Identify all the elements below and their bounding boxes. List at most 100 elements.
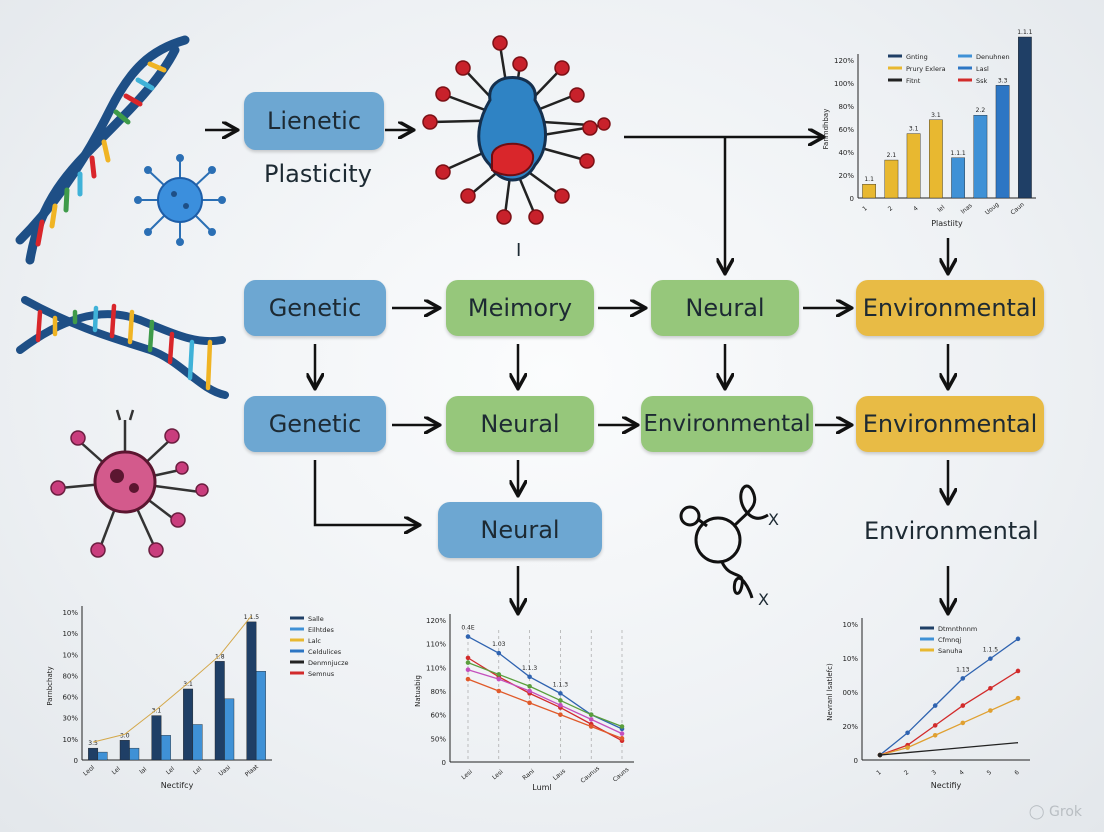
data-label: 0.4E	[461, 625, 475, 632]
data-point	[496, 672, 502, 677]
x-tick-label: 5	[986, 769, 994, 777]
y-tick-label: 40%	[838, 149, 854, 157]
trend-line	[92, 615, 252, 743]
y-axis-label: Natuabig	[414, 675, 422, 707]
data-point	[932, 732, 938, 738]
y-tick-label: 0	[442, 759, 446, 767]
series-line	[879, 697, 1019, 756]
data-point	[877, 752, 883, 758]
node-r2-neural: Neural	[446, 396, 594, 452]
bar	[906, 133, 921, 199]
legend-label: Fitnt	[906, 77, 921, 85]
data-label: 1.1	[864, 176, 874, 183]
data-point	[496, 676, 502, 682]
y-tick-label: 10%	[62, 736, 78, 744]
y-tick-label: 80%	[430, 688, 446, 696]
series-line	[879, 742, 1019, 756]
data-label: 1.13	[956, 666, 970, 673]
y-tick-label: 00%	[842, 689, 858, 697]
x-tick-label: 2	[887, 205, 895, 213]
y-tick-label: 0	[850, 195, 854, 203]
grok-watermark: ◯ Grok	[1028, 804, 1082, 820]
watermark-text: Grok	[1049, 804, 1082, 820]
label-r3-environmental: Environmental	[864, 517, 1039, 545]
data-point	[1015, 695, 1021, 701]
data-label: 1.1.5	[244, 614, 259, 621]
node-r1-memory: Meimory	[446, 280, 594, 336]
data-label: 1.1.5	[983, 647, 998, 654]
data-point	[988, 656, 993, 661]
bar	[929, 119, 943, 199]
data-point	[465, 667, 471, 672]
data-point	[988, 708, 993, 713]
y-tick-label: 10%	[842, 621, 858, 629]
x-tick-label: Lel	[165, 765, 176, 776]
series-line	[467, 669, 623, 735]
data-point	[960, 676, 966, 681]
data-label: 3.1	[909, 126, 919, 133]
bar	[97, 751, 108, 761]
legend-label: Dtmnthnnm	[938, 625, 977, 633]
data-label: 2.2	[976, 107, 986, 114]
molecule-x-label-1: X	[768, 510, 779, 529]
data-point	[988, 685, 993, 691]
data-point	[932, 723, 938, 728]
x-axis-label: Nectifiy	[931, 781, 962, 790]
data-label: 3.1	[152, 708, 162, 715]
y-tick-label: 110%	[426, 641, 446, 649]
y-axis-label: Nevranl lsatlefc)	[826, 663, 834, 721]
data-label: 1.1.1	[1017, 29, 1032, 36]
data-point	[465, 655, 471, 661]
y-tick-label: 110%	[426, 664, 446, 672]
y-tick-label: 120%	[426, 617, 446, 625]
molecule-x-label-2: X	[758, 590, 769, 609]
data-label: 3.5	[88, 740, 98, 747]
bar	[884, 159, 899, 199]
legend-label: Denuhnen	[976, 53, 1010, 61]
node-r3-neural: Neural	[438, 502, 602, 558]
x-axis-label: Nectifcy	[161, 781, 194, 790]
x-tick-label: lel	[936, 204, 946, 214]
y-tick-label: 60%	[62, 694, 78, 702]
series-line	[467, 678, 623, 739]
data-point	[558, 691, 563, 696]
data-point	[527, 683, 532, 689]
legend-label: Semnus	[308, 670, 335, 678]
data-label: 1.1.3	[522, 665, 537, 672]
y-tick-label: 0	[74, 757, 78, 765]
legend-label: Salle	[308, 615, 324, 623]
y-tick-label: 80%	[838, 103, 854, 111]
data-point	[619, 736, 625, 741]
data-point	[905, 745, 910, 750]
x-axis-label: Luml	[532, 783, 551, 792]
bar	[973, 114, 988, 199]
data-label: 1.8	[215, 653, 225, 660]
data-label: 3.0	[120, 732, 130, 739]
data-point	[465, 660, 471, 665]
x-tick-label: 3	[931, 769, 939, 777]
x-tick-label: 2	[903, 769, 911, 777]
bar	[995, 85, 1010, 199]
node-lienetic: Lienetic	[244, 92, 384, 150]
y-tick-label: 120%	[834, 57, 854, 65]
data-point	[619, 731, 625, 736]
data-point	[619, 724, 625, 729]
x-tick-label: 4	[958, 769, 966, 777]
legend-label: Lasl	[976, 65, 989, 73]
data-label: 2.1	[887, 152, 897, 159]
data-label: 3.1	[931, 112, 941, 119]
x-tick-label: Lel	[111, 765, 122, 776]
y-axis-label: Fanmdhbay	[822, 109, 830, 150]
data-point	[558, 712, 563, 717]
node-r2-environmental-b: Environmental	[856, 396, 1044, 452]
y-tick-label: 80%	[62, 672, 78, 680]
